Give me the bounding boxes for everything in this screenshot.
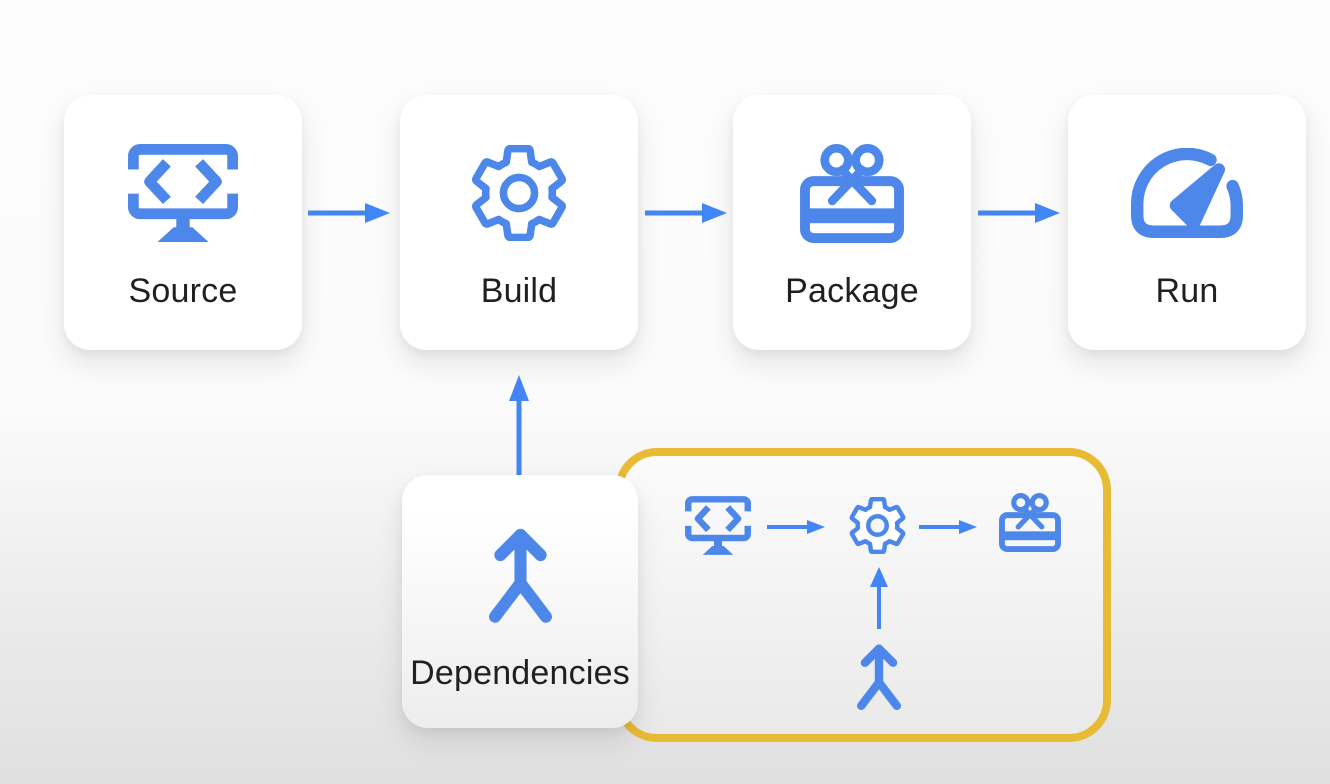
inset-arrow-merge-to-gear bbox=[870, 567, 888, 629]
run-icon-slot bbox=[1131, 143, 1243, 243]
run-label: Run bbox=[1155, 272, 1219, 310]
build-icon-slot bbox=[471, 143, 567, 243]
source-label: Source bbox=[128, 272, 238, 310]
build-label: Build bbox=[480, 272, 558, 310]
source-icon-slot bbox=[128, 143, 238, 243]
inset-gift-box-icon bbox=[999, 493, 1061, 552]
package-icon-slot bbox=[800, 143, 904, 243]
package-label: Package bbox=[785, 272, 919, 310]
arrow-build-to-package bbox=[645, 203, 727, 223]
gauge-icon bbox=[1131, 148, 1243, 238]
inset-code-monitor-icon bbox=[685, 496, 751, 555]
arrow-source-to-build bbox=[308, 203, 390, 223]
run-node: Run bbox=[1068, 95, 1306, 350]
inset-arrow-monitor-to-gear bbox=[767, 520, 825, 534]
inset-merge-arrows-icon bbox=[857, 644, 901, 710]
gear-icon bbox=[471, 145, 567, 241]
dependencies-label: Dependencies bbox=[410, 654, 630, 692]
dependencies-icon-slot bbox=[489, 527, 552, 623]
build-node: Build bbox=[400, 95, 638, 350]
code-monitor-icon bbox=[128, 144, 238, 242]
inset-gear-icon bbox=[849, 497, 906, 554]
gift-box-icon bbox=[800, 144, 904, 243]
dependencies-node: Dependencies bbox=[402, 475, 638, 728]
package-node: Package bbox=[733, 95, 971, 350]
inset-arrow-gear-to-gift bbox=[919, 520, 977, 534]
merge-arrows-icon bbox=[489, 528, 552, 623]
source-node: Source bbox=[64, 95, 302, 350]
arrow-dependencies-to-build bbox=[509, 375, 529, 475]
arrow-package-to-run bbox=[978, 203, 1060, 223]
